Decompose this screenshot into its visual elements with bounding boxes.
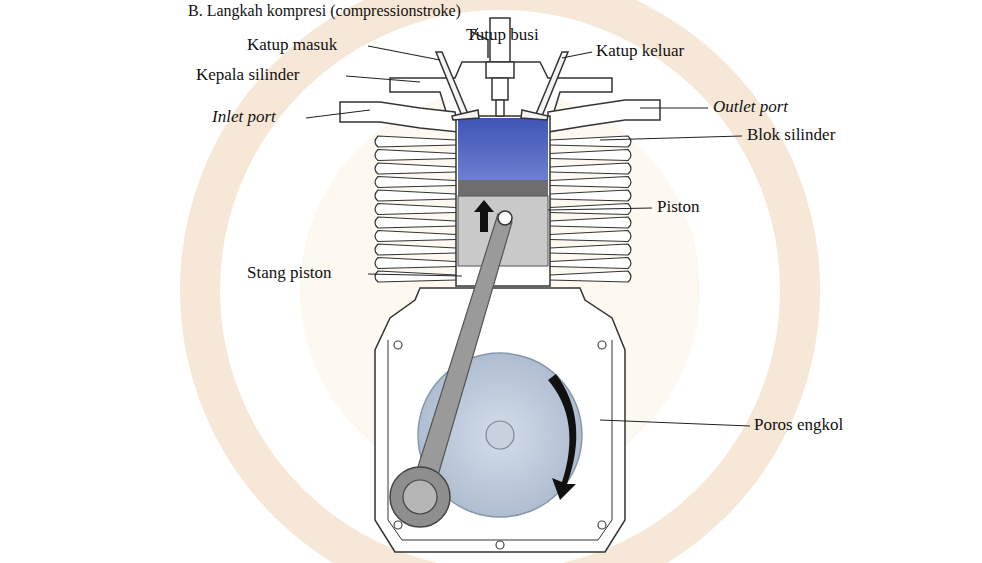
part-label: Inlet port <box>212 108 276 127</box>
part-label: Tutup busi <box>466 26 539 45</box>
part-label: Katup masuk <box>247 36 337 55</box>
valves <box>436 52 568 120</box>
rod-big-end <box>390 467 450 527</box>
section-heading: B. Langkah kompresi (compressionstroke) <box>188 2 461 20</box>
piston-rings <box>458 180 548 196</box>
piston-up-arrow <box>474 200 494 232</box>
rotation-arrow <box>548 374 576 500</box>
leader-lines <box>306 28 750 426</box>
part-label: Piston <box>657 198 700 217</box>
part-label: Stang piston <box>247 264 332 283</box>
compressed-charge <box>458 118 548 180</box>
part-label: Katup keluar <box>596 42 684 61</box>
connecting-rod <box>410 214 512 496</box>
cylinder-bore <box>456 116 550 286</box>
part-label: Blok silinder <box>747 126 835 145</box>
part-label: Poros engkol <box>754 416 843 435</box>
crank-axle <box>486 421 514 449</box>
inlet-port <box>340 102 458 132</box>
outlet-port <box>548 100 660 132</box>
watermark-ring <box>200 0 800 563</box>
crank-pin <box>403 480 437 514</box>
crankcase <box>375 288 625 552</box>
crankcase-inner <box>388 340 612 540</box>
piston-pin <box>498 211 512 225</box>
part-label: Outlet port <box>713 98 788 117</box>
part-label: Kepala silinder <box>196 66 299 85</box>
